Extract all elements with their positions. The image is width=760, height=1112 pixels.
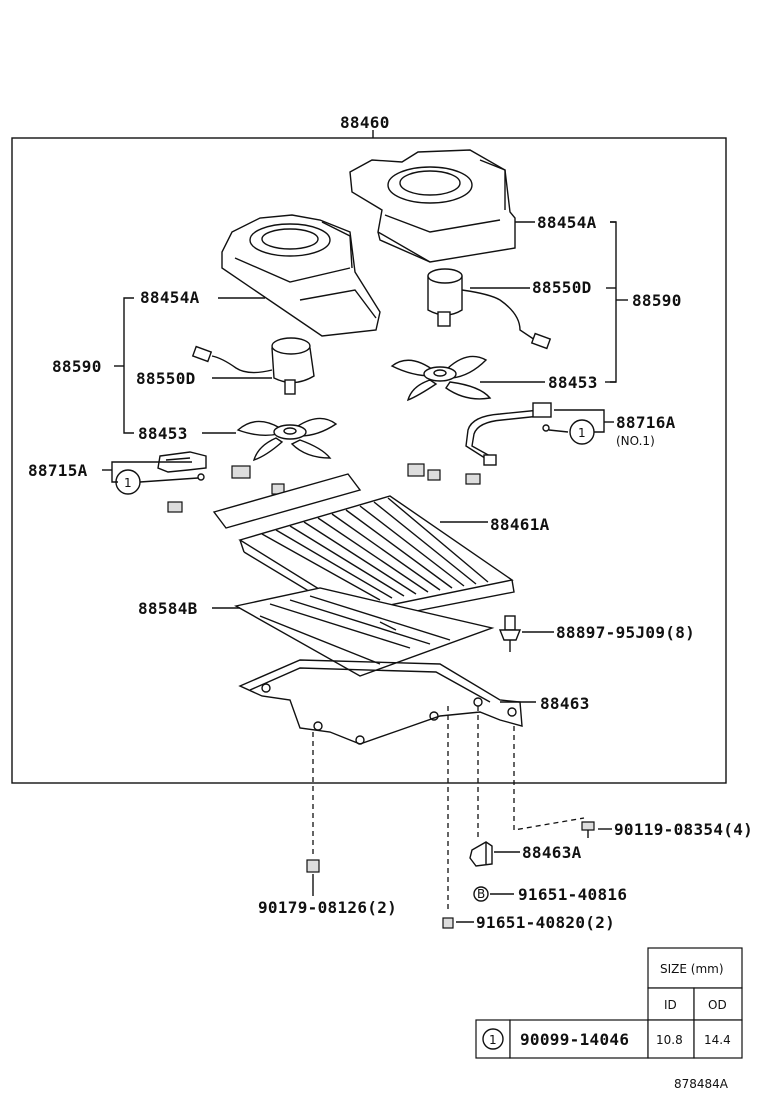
size-table xyxy=(475,947,743,1059)
label-case-left: 88454A xyxy=(140,288,200,307)
label-motor-right: 88550D xyxy=(532,278,592,297)
assembly-frame xyxy=(11,137,727,784)
label-hose-left: 88715A xyxy=(28,461,88,480)
size-table-col-id: ID xyxy=(664,998,677,1012)
fan-left xyxy=(236,417,338,462)
nut-c xyxy=(442,917,454,929)
label-hose-right-note: (NO.1) xyxy=(616,434,655,448)
callout-1-right-text: 1 xyxy=(578,426,586,440)
mounting-bracket xyxy=(238,659,523,745)
size-table-header: SIZE (mm) xyxy=(660,962,724,976)
callout-b xyxy=(473,886,489,902)
bracket-small xyxy=(469,841,493,867)
callout-b-text: B xyxy=(477,887,485,901)
label-cover: 88584B xyxy=(138,599,198,618)
blower-motor-right xyxy=(427,268,552,350)
bolt-right xyxy=(581,821,595,838)
label-bracket-small: 88463A xyxy=(522,843,582,862)
label-hose-right: 88716A xyxy=(616,413,676,432)
diagram-id: 878484A xyxy=(674,1077,729,1091)
evaporator-cover xyxy=(234,587,495,677)
callout-1-left-text: 1 xyxy=(124,476,132,490)
label-fan-left: 88453 xyxy=(138,424,188,443)
label-case-upper: 88454A xyxy=(537,213,597,232)
label-bracket: 88463 xyxy=(540,694,590,713)
label-motor-left: 88550D xyxy=(136,369,196,388)
label-valve: 88897-95J09(8) xyxy=(556,623,695,642)
blower-motor-left xyxy=(191,337,315,395)
expansion-valve xyxy=(498,615,522,652)
blower-case-left xyxy=(221,214,381,337)
size-table-col-od: OD xyxy=(708,998,727,1012)
label-nut-left: 90179-08126(2) xyxy=(258,898,397,917)
label-bolt-right: 90119-08354(4) xyxy=(614,820,753,839)
label-group-right: 88590 xyxy=(632,291,682,310)
size-table-row-ref: 1 xyxy=(489,1033,497,1047)
fan-right xyxy=(390,355,492,402)
label-fan-right: 88453 xyxy=(548,373,598,392)
hose-right xyxy=(465,402,552,466)
size-table-row-id: 10.8 xyxy=(656,1033,683,1047)
nut-left xyxy=(306,859,320,873)
label-assembly: 88460 xyxy=(340,113,390,132)
size-table-row-od: 14.4 xyxy=(704,1033,731,1047)
label-evaporator: 88461A xyxy=(490,515,550,534)
fittings xyxy=(167,463,481,513)
blower-case-upper xyxy=(349,149,516,263)
label-nut-c: 91651-40820(2) xyxy=(476,913,615,932)
size-table-row-part: 90099-14046 xyxy=(520,1030,629,1049)
label-group-left: 88590 xyxy=(52,357,102,376)
label-nut-b: 91651-40816 xyxy=(518,885,627,904)
